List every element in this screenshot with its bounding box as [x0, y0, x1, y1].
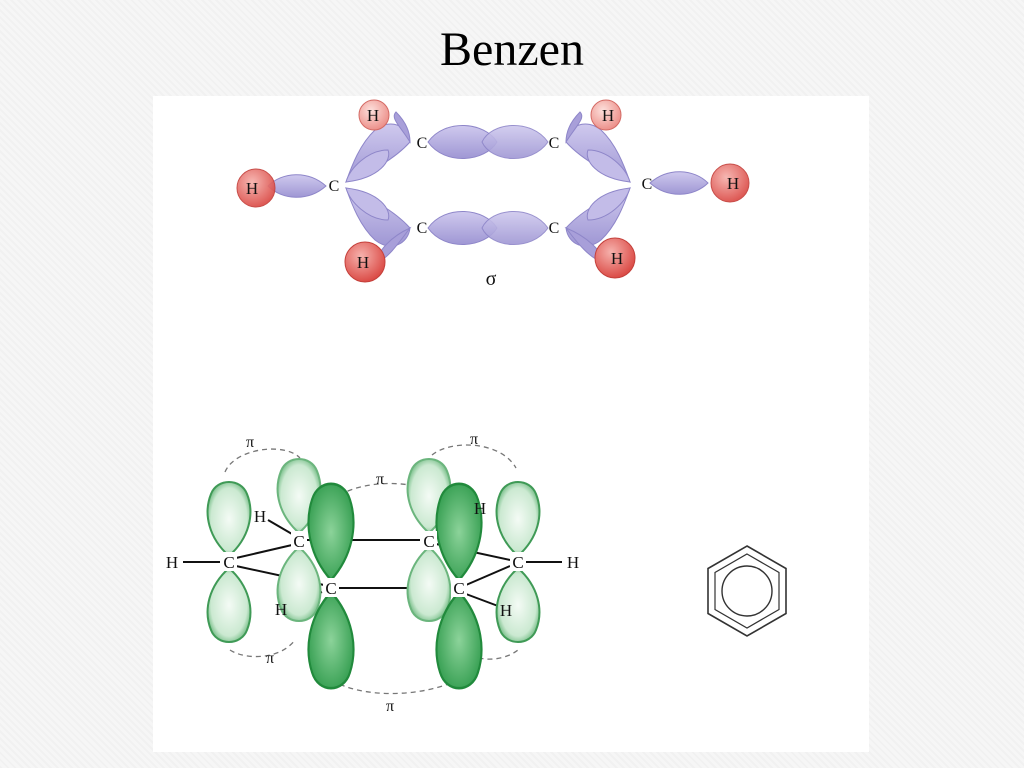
hydrogen-sphere-right [710, 163, 750, 203]
sigma-hydrogen-label: H [246, 179, 258, 198]
sigma-hydrogen-label: H [357, 253, 369, 272]
pi-carbon-label: C [453, 579, 464, 598]
sigma-bond-diagram: H H H H H H C C C C C C σ [236, 99, 750, 290]
sigma-lobe-ch-right [649, 171, 709, 195]
pi-hydrogen-label: H [500, 601, 512, 620]
hydrogen-sphere-top-right [590, 99, 622, 131]
pi-label: π [266, 650, 274, 667]
sigma-lobe-cc-bottom [427, 211, 549, 245]
pi-carbon-label: C [293, 532, 304, 551]
pi-carbon-label: C [512, 553, 523, 572]
pi-label: π [246, 434, 254, 451]
sigma-carbon-label: C [329, 178, 340, 195]
pi-label: π [376, 471, 384, 488]
sigma-carbon-label: C [549, 135, 560, 152]
pi-hydrogen-label: H [567, 553, 579, 572]
pi-hydrogen-label: H [474, 499, 486, 518]
hydrogen-sphere-bottom-right [594, 237, 636, 279]
pi-carbon-label: C [223, 553, 234, 572]
pi-label: π [470, 431, 478, 448]
sigma-caption: σ [486, 268, 497, 290]
sigma-hydrogen-label: H [727, 174, 739, 193]
hydrogen-sphere-left [236, 168, 276, 208]
sigma-lobe-ch-left [267, 174, 327, 198]
sigma-carbon-label: C [417, 135, 428, 152]
sigma-hydrogen-label: H [367, 106, 379, 125]
sigma-lobe-left-upper [345, 111, 411, 183]
pi-label: π [386, 698, 394, 715]
sigma-carbon-label: C [417, 220, 428, 237]
pi-hydrogen-label: H [275, 600, 287, 619]
sigma-lobe-right-lower [564, 187, 631, 263]
pi-hydrogen-label: H [254, 507, 266, 526]
hydrogen-sphere-top-left [358, 99, 390, 131]
pi-carbon-label: C [423, 532, 434, 551]
sigma-hydrogen-label: H [611, 249, 623, 268]
hydrogen-sphere-bottom-left [344, 241, 386, 283]
pi-bond-diagram: C C C C C C H H H H H H π π π π π [166, 431, 579, 715]
pi-overlap-outline [431, 444, 517, 469]
slide-title: Benzen [440, 23, 584, 76]
sigma-lobe-right-upper [565, 111, 631, 183]
sigma-lobe-cc-top [427, 125, 549, 159]
pi-overlap-outline [229, 639, 296, 658]
sigma-hydrogen-label: H [602, 106, 614, 125]
sigma-carbon-label: C [642, 176, 653, 193]
figure-panel [153, 96, 869, 752]
sigma-carbon-label: C [549, 220, 560, 237]
benzene-ring-symbol [707, 545, 787, 637]
pi-overlap-outline [331, 679, 459, 695]
pi-carbon-label: C [325, 579, 336, 598]
pi-hydrogen-label: H [166, 553, 178, 572]
